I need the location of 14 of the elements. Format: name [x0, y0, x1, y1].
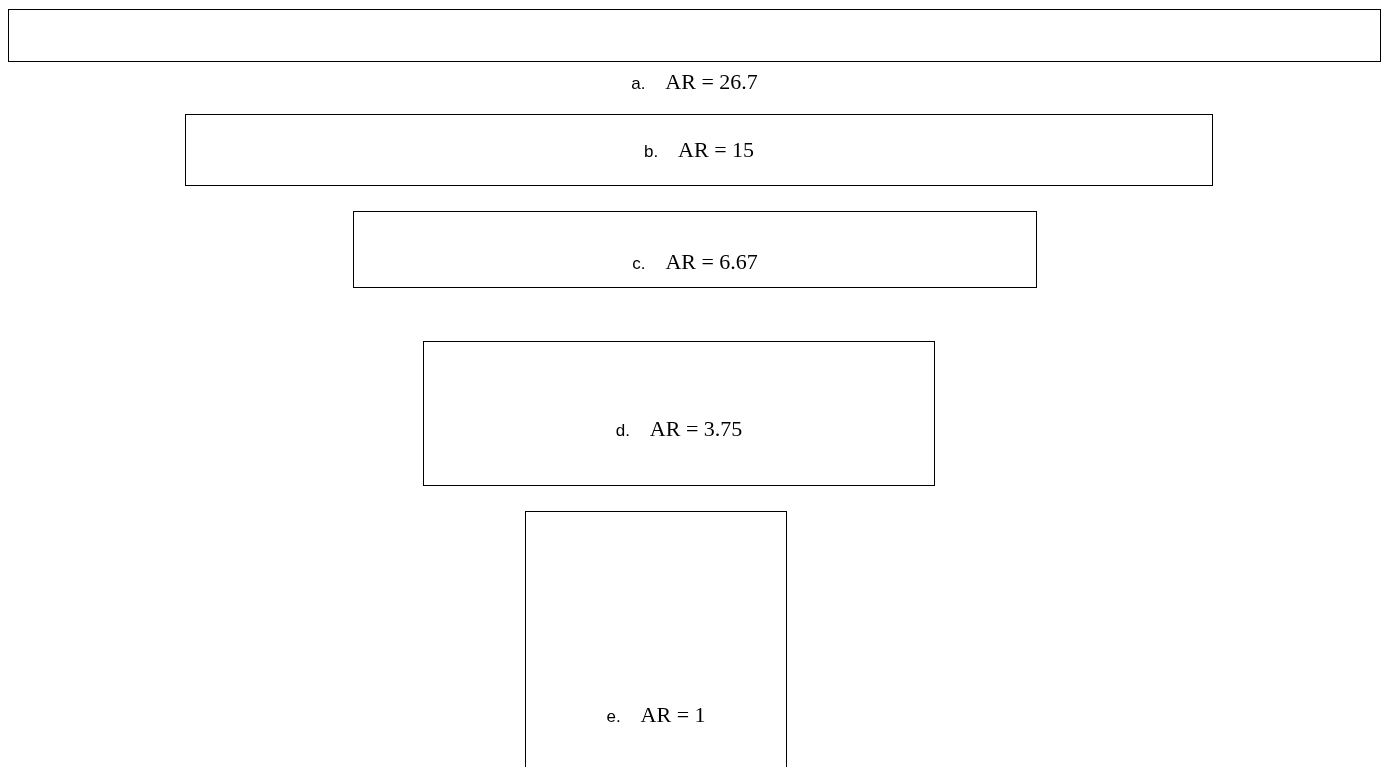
item-marker: c.	[632, 253, 646, 275]
rectangle	[423, 341, 935, 486]
aspect-ratio-label: AR = 26.7	[665, 68, 758, 96]
aspect-ratio-label: AR = 6.67	[665, 248, 758, 276]
item-marker: b.	[643, 141, 659, 163]
aspect-ratio-label: AR = 1	[640, 701, 706, 729]
item-marker: e.	[606, 706, 621, 728]
rectangle	[525, 511, 787, 767]
item-marker: d.	[615, 420, 630, 442]
aspect-ratio-label: AR = 15	[678, 136, 755, 164]
aspect-ratio-label: AR = 3.75	[649, 415, 743, 443]
item-marker: a.	[631, 73, 646, 95]
rectangle	[353, 211, 1037, 288]
rectangle	[185, 114, 1213, 186]
